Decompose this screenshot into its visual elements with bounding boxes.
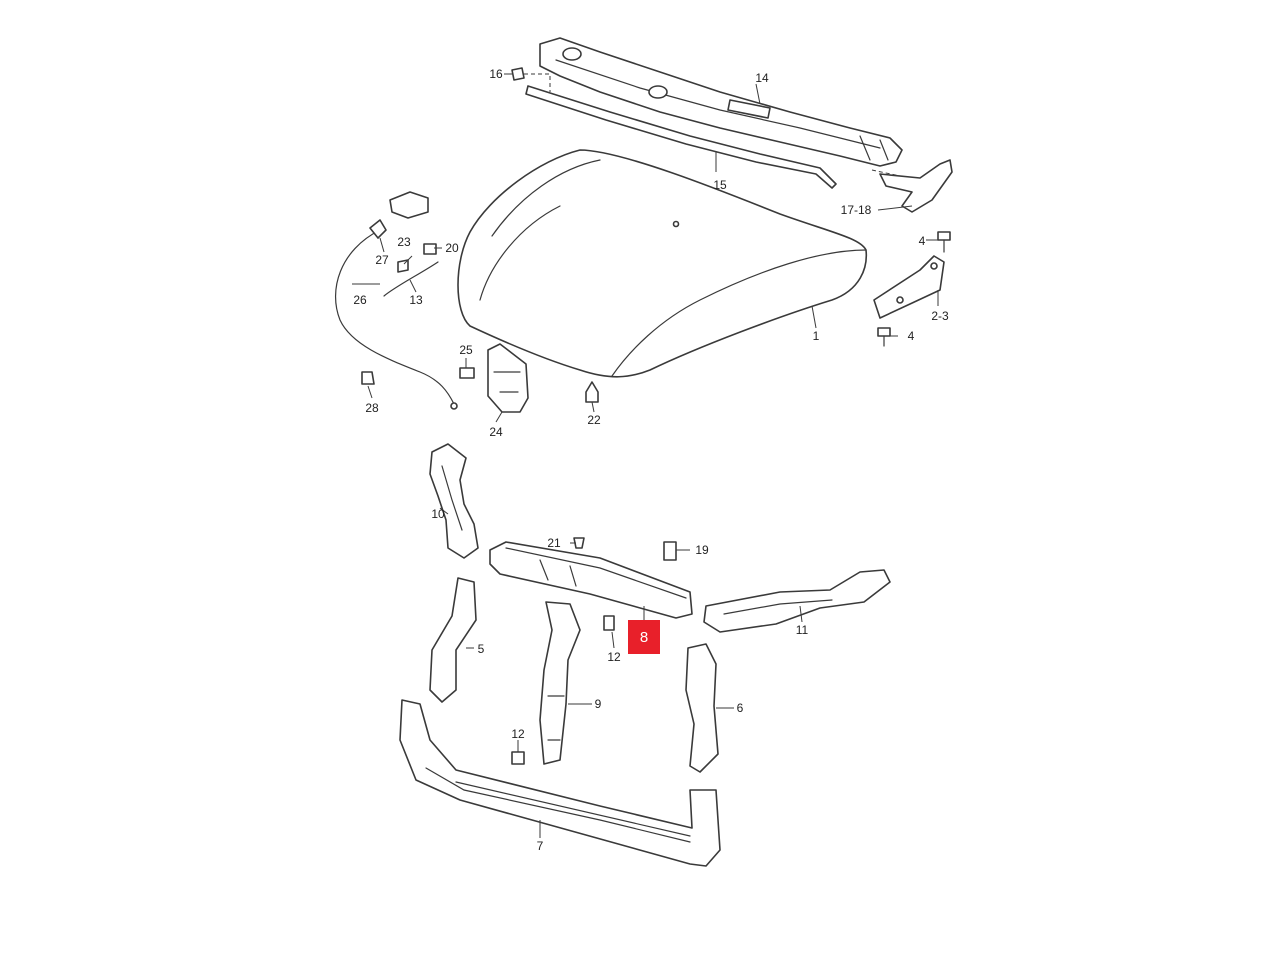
callout-16: 16 xyxy=(489,67,503,81)
callout-4-bottom: 4 xyxy=(908,329,915,343)
callout-2-3: 2-3 xyxy=(931,309,949,323)
part-clip-28[interactable] xyxy=(361,371,375,385)
callout-1: 1 xyxy=(813,329,820,343)
callout-14: 14 xyxy=(755,71,769,85)
part-bolt-25[interactable] xyxy=(459,367,475,379)
part-support-9[interactable] xyxy=(539,601,581,765)
callout-27: 27 xyxy=(375,253,389,267)
highlight-label-8: 8 xyxy=(640,629,648,646)
part-side-rail-11[interactable] xyxy=(703,569,891,633)
callout-25: 25 xyxy=(459,343,473,357)
part-cowl-seal[interactable] xyxy=(525,85,837,189)
part-bumper-22[interactable] xyxy=(585,381,599,403)
part-hood[interactable] xyxy=(457,149,868,378)
part-bolt-4-bottom[interactable] xyxy=(877,327,891,347)
part-bolt-12-top[interactable] xyxy=(603,615,615,631)
part-clip-21[interactable] xyxy=(573,537,585,549)
callout-19: 19 xyxy=(695,543,709,557)
callout-17-18: 17-18 xyxy=(841,203,872,217)
callout-10: 10 xyxy=(431,507,445,521)
callout-4-top: 4 xyxy=(919,234,926,248)
callout-7: 7 xyxy=(537,839,544,853)
callout-5: 5 xyxy=(478,642,485,656)
part-release-cable[interactable] xyxy=(335,191,458,410)
part-support-6[interactable] xyxy=(685,643,719,773)
callout-20: 20 xyxy=(445,241,459,255)
part-clip-20[interactable] xyxy=(423,243,437,255)
part-hood-hinge[interactable] xyxy=(873,255,945,319)
callout-28: 28 xyxy=(365,401,379,415)
part-upper-tie-bar[interactable] xyxy=(489,541,693,619)
callout-12-top: 12 xyxy=(607,650,621,664)
callout-9: 9 xyxy=(595,697,602,711)
part-rod-13[interactable] xyxy=(383,261,439,297)
part-clip-16[interactable] xyxy=(511,67,551,92)
part-lower-tie-bar[interactable] xyxy=(399,699,721,867)
callout-22: 22 xyxy=(587,413,601,427)
part-stopper-19[interactable] xyxy=(663,541,677,561)
callout-13: 13 xyxy=(409,293,423,307)
part-hood-latch[interactable] xyxy=(487,343,529,413)
part-bolt-12-bottom[interactable] xyxy=(511,751,525,765)
callout-26: 26 xyxy=(353,293,367,307)
callout-15: 15 xyxy=(713,178,727,192)
part-support-5[interactable] xyxy=(429,577,477,703)
part-bolt-4-top[interactable] xyxy=(937,231,951,253)
callout-6: 6 xyxy=(737,701,744,715)
part-cowl-panel[interactable] xyxy=(539,37,903,167)
highlight-box-8[interactable] xyxy=(628,620,660,654)
part-bracket-10[interactable] xyxy=(429,443,479,559)
callout-21: 21 xyxy=(547,536,561,550)
callout-23: 23 xyxy=(397,235,411,249)
callout-24: 24 xyxy=(489,425,503,439)
part-bracket-17-18[interactable] xyxy=(871,159,953,213)
leader-lines xyxy=(352,73,939,838)
callout-11: 11 xyxy=(796,623,809,637)
callout-12-bottom: 12 xyxy=(511,727,525,741)
